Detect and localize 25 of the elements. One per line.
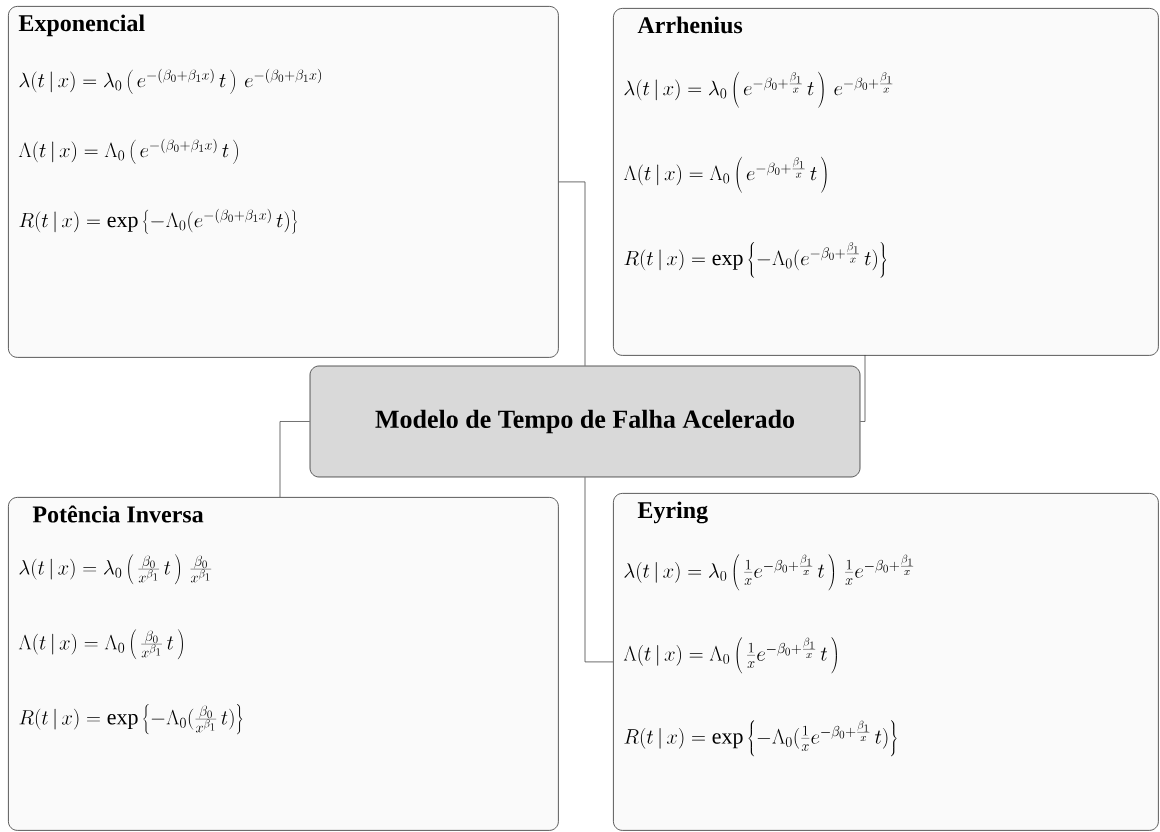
connector-line xyxy=(860,354,866,422)
formula: $\Lambda(t\,|\,x) = \Lambda_0\left(\,e^{-\beta_0+\frac{\beta_1}{x}}\,t\,\right)$ xyxy=(623,156,827,193)
box-heading: Exponencial xyxy=(18,14,145,37)
model-box xyxy=(8,6,559,358)
formula: $\lambda(t\,|\,x) = \lambda_0\left(\,e^{-(\beta_0+\beta_1 x)}\,t\,\right)\,e^{-(\beta_0+\beta_1 x)}$ xyxy=(19,68,322,94)
formula: $\Lambda(t\,|\,x) = \Lambda_0\left(\,e^{-(\beta_0+\beta_1 x)}\,t\,\right)$ xyxy=(18,138,238,164)
formula: $\Lambda(t\,|\,x) = \Lambda_0\left(\,\frac{1}{x}e^{-\beta_0+\frac{\beta_1}{x}}\,t\,\right)$ xyxy=(623,637,837,674)
model-box xyxy=(613,8,1159,356)
box-heading: Eyring xyxy=(637,501,708,524)
formula: $R(t\,|\,x) = \exp\left\{-\Lambda_0(\frac{1}{x}e^{-\beta_0+\frac{\beta_1}{x}}\,t)\right\}$ xyxy=(624,720,897,757)
connector-line xyxy=(558,181,586,366)
connector-line xyxy=(584,477,614,663)
connector-line xyxy=(279,421,310,498)
formula: $R(t\,|\,x) = \exp\left\{-\Lambda_0(e^{-\beta_0+\frac{\beta_1}{x}}\,t)\right\}$ xyxy=(624,241,887,278)
formula: $R(t\,|\,x) = \exp\left\{-\Lambda_0(e^{-(\beta_0+\beta_1 x)}\,t)\right\}$ xyxy=(19,208,297,234)
box-heading: Arrhenius xyxy=(637,16,743,34)
formula: $\lambda(t\,|\,x) = \lambda_0\left(\,e^{-\beta_0+\frac{\beta_1}{x}}\,t\,\right)\,e^{-\beta_0+\frac{\beta_1}{x}}$ xyxy=(624,71,893,108)
formula: $R(t\,|\,x) = \exp\left\{-\Lambda_0(\frac{\beta_0}{x^{\beta_1}}\,t)\right\}$ xyxy=(19,704,243,735)
title-box: Modelo de Tempo de Falha Acelerado xyxy=(309,365,861,478)
formula: $\lambda(t\,|\,x) = \lambda_0\left(\,\frac{\beta_0}{x^{\beta_1}}\,t\,\right)\,\frac{\beta_0}{x^{\beta_1}}$ xyxy=(19,554,212,585)
model-box xyxy=(8,497,559,831)
box-heading: Potência Inversa xyxy=(32,505,204,523)
model-box xyxy=(613,493,1159,831)
formula: $\lambda(t\,|\,x) = \lambda_0\left(\,\frac{1}{x}e^{-\beta_0+\frac{\beta_1}{x}}\,t\,\right)\,\frac{1}{x}e^{-\beta_0+\frac{\beta_1}{x}}$ xyxy=(624,554,914,591)
formula: $\Lambda(t\,|\,x) = \Lambda_0\left(\,\frac{\beta_0}{x^{\beta_1}}\,t\,\right)$ xyxy=(18,629,183,660)
